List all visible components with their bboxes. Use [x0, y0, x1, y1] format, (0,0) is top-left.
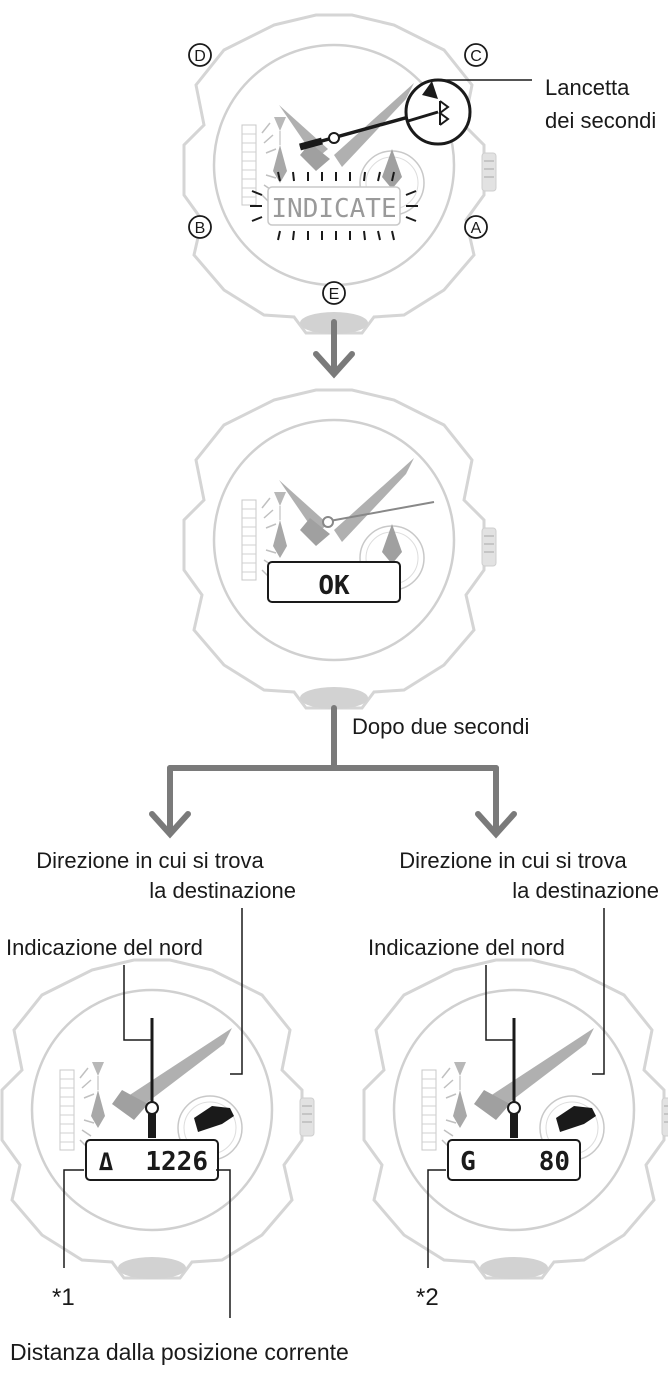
- step-label: Dopo due secondi: [352, 714, 529, 739]
- w3-note: *1: [52, 1284, 75, 1311]
- w3-dest-line2: la destinazione: [149, 878, 296, 903]
- svg-text:A: A: [471, 220, 482, 237]
- label-seconds-hand-1: Lancetta: [545, 75, 630, 100]
- w3-lcd-right: 1226: [145, 1147, 208, 1177]
- svg-text:C: C: [470, 48, 482, 65]
- button-a-marker: A: [464, 215, 488, 239]
- w4-dest-line2: la destinazione: [512, 878, 659, 903]
- branch-arrows: [149, 705, 517, 839]
- w4-dest-line1: Direzione in cui si trova: [399, 848, 627, 873]
- button-c-marker: C: [464, 43, 488, 67]
- w3-leaders: [63, 908, 243, 1318]
- w4-lcd-left: G: [460, 1147, 476, 1177]
- watch-4: G 80: [362, 958, 668, 1281]
- button-e-marker: E: [322, 281, 346, 305]
- w3-north-label: Indicazione del nord: [6, 935, 203, 960]
- lcd-indicate: INDICATE: [271, 194, 396, 224]
- svg-text:B: B: [195, 220, 206, 237]
- button-d-marker: D: [188, 43, 212, 67]
- watch-2: OK: [182, 388, 498, 711]
- distance-label: Distanza dalla posizione corrente: [10, 1339, 349, 1365]
- arrow-down-1: [313, 319, 355, 379]
- w4-north-label: Indicazione del nord: [368, 935, 565, 960]
- svg-text:D: D: [194, 48, 206, 65]
- w3-dest-line1: Direzione in cui si trova: [36, 848, 264, 873]
- w4-lcd-right: 80: [539, 1147, 570, 1177]
- watch-3: Δ 1226: [0, 958, 316, 1281]
- w4-leaders: [427, 908, 605, 1268]
- watch-1: INDICATE D C B A: [182, 13, 532, 336]
- button-b-marker: B: [188, 215, 212, 239]
- w4-note: *2: [416, 1284, 439, 1311]
- label-seconds-hand-2: dei secondi: [545, 108, 656, 133]
- w3-lcd-left: Δ: [99, 1148, 114, 1176]
- lcd-ok: OK: [318, 571, 350, 601]
- svg-text:E: E: [329, 286, 340, 303]
